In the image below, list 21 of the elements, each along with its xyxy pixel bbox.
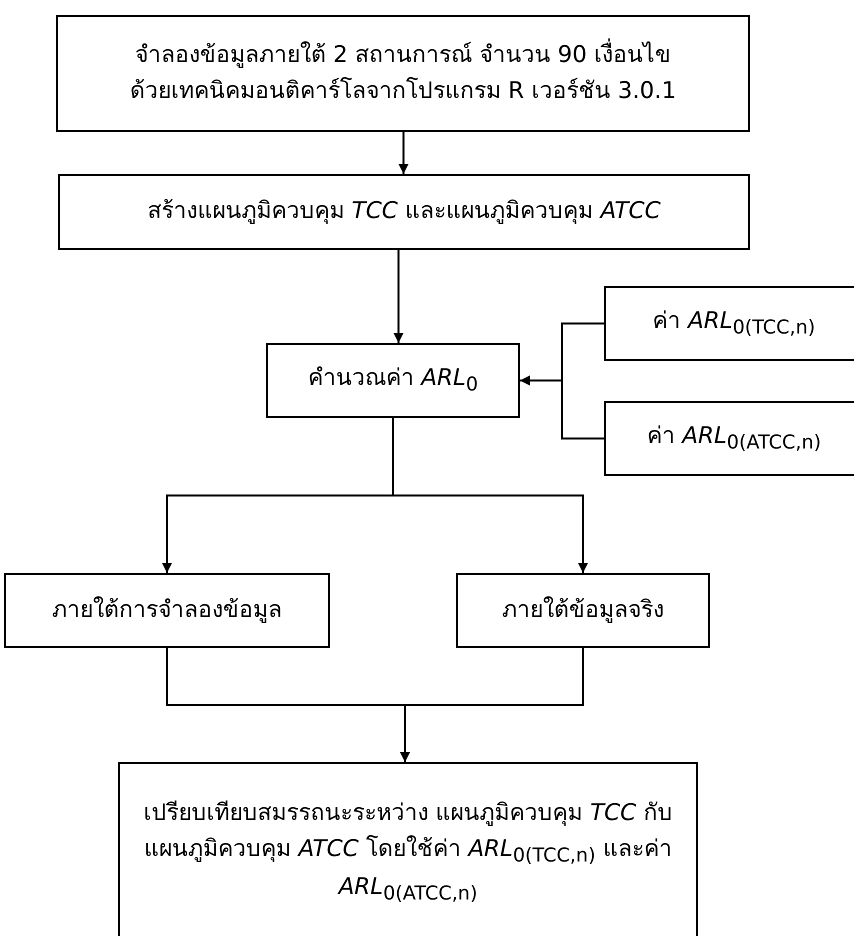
- arrow: [394, 250, 404, 343]
- process-box: [456, 573, 710, 648]
- box-text: จำลองข้อมูลภายใต้ 2 สถานการณ์ จำนวน 90 เงื่อนไข ด้วยเทคนิคมอนติคาร์โลจากโปรแกรม R เวอร์ชัน 3.0.1: [123, 38, 683, 110]
- process-box: [118, 762, 698, 936]
- arrow: [520, 376, 604, 440]
- box-text: สร้างแผนภูมิควบคุม TCC และแผนภูมิควบคุม ATCC: [147, 197, 661, 226]
- process-box: [4, 573, 330, 648]
- box-text: คำนวณค่า ARL$_{0}$: [308, 364, 478, 398]
- arrow: [392, 418, 588, 573]
- process-box: [56, 15, 750, 132]
- box-text: ภายใต้ข้อมูลจริง: [502, 595, 664, 625]
- process-box: [58, 174, 750, 250]
- process-box: [266, 343, 520, 418]
- arrow: [400, 648, 584, 762]
- process-box: [604, 401, 854, 476]
- box-text: ค่า ARL$_{0(ATCC,n)}$: [646, 422, 822, 456]
- process-box: [604, 286, 854, 361]
- arrow: [398, 132, 408, 174]
- box-text: ค่า ARL$_{0(TCC,n)}$: [652, 307, 816, 341]
- box-text: เปรียบเทียบสมรรถนะระหว่าง แผนภูมิควบคุม TCC กับแผนภูมิควบคุม ATCC โดยใช้ค่า ARL$_{0(TCC,n)}$ และค่า ARL$_{0(ATCC,n)}$: [142, 798, 674, 906]
- box-text: ภายใต้การจำลองข้อมูล: [52, 595, 282, 625]
